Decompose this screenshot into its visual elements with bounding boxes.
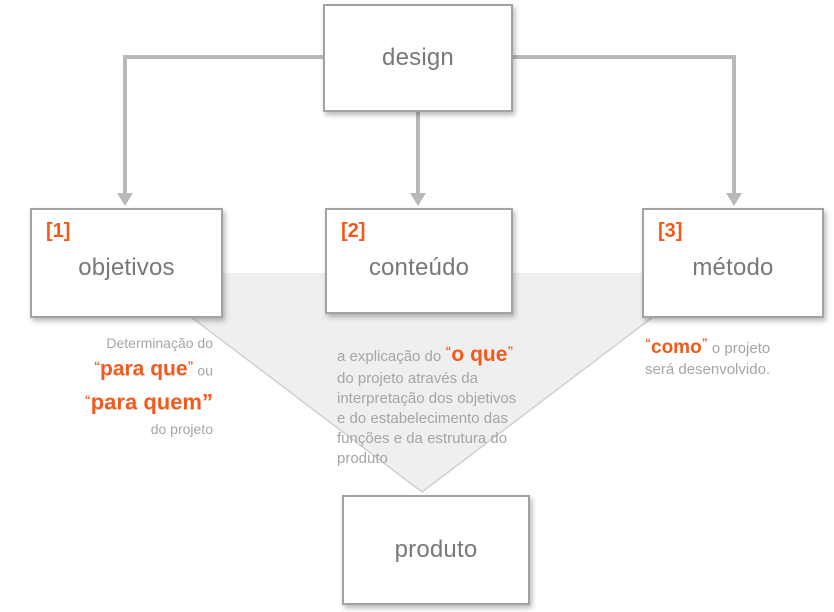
objetivos-annotation-line4: do projeto: [150, 421, 213, 438]
metodo-box-label: método: [692, 254, 774, 281]
objetivos-annotation: Determinação do “para que” ou “para quem…: [40, 334, 213, 439]
open-quote: “: [84, 392, 91, 407]
close-quote: ”: [187, 359, 194, 373]
objetivos-annotation-line3: “para quem”: [40, 386, 213, 420]
metodo-annotation: “como” o projeto será desenvolvido.: [645, 333, 820, 380]
metodo-annotation-line1: “como” o projeto: [645, 333, 820, 359]
open-quote: “: [445, 344, 452, 358]
conteudo-annotation-prefix: a explicação do: [337, 348, 446, 365]
arrowhead-objetivos: [117, 193, 133, 206]
objetivos-box-label: objetivos: [78, 254, 175, 281]
arrowhead-metodo: [726, 193, 742, 206]
conteudo-annotation-line6: produto: [337, 450, 388, 467]
produto-box-label: produto: [394, 536, 478, 563]
open-quote: “: [645, 336, 651, 350]
highlight-como: como: [651, 337, 702, 358]
conteudo-box: [2] conteúdo: [325, 208, 513, 314]
metodo-box-number: [3]: [658, 220, 683, 242]
conteudo-annotation-line1: a explicação do “o que”: [337, 339, 542, 369]
design-box-label: design: [382, 44, 454, 71]
conteudo-annotation-line5: funções e da estrutura do: [337, 430, 508, 447]
highlight-o-que: o que: [451, 343, 508, 366]
highlight-para-que: para que: [100, 357, 188, 381]
conteudo-annotation-line3: interpretação dos objetivos: [337, 390, 517, 407]
conteudo-annotation-line2: do projeto através da: [337, 370, 478, 387]
objetivos-annotation-suffix: ou: [193, 362, 213, 379]
close-quote: ”: [701, 336, 708, 350]
metodo-annotation-suffix: o projeto: [707, 340, 771, 357]
open-quote: “: [94, 359, 100, 373]
conteudo-box-number: [2]: [341, 220, 366, 242]
conteudo-box-label: conteúdo: [368, 254, 470, 281]
highlight-para-quem: para quem”: [90, 389, 213, 415]
metodo-annotation-line2: será desenvolvido.: [645, 361, 771, 378]
funnel-triangle-edges: [132, 272, 712, 493]
conteudo-annotation-line4: e do estabelecimento das: [337, 410, 508, 427]
objetivos-box-number: [1]: [46, 220, 71, 242]
conteudo-annotation: a explicação do “o que” do projeto atrav…: [337, 339, 542, 469]
produto-box: produto: [342, 495, 530, 605]
design-box: design: [323, 4, 513, 112]
arrowhead-conteudo: [410, 193, 426, 206]
metodo-box: [3] método: [642, 208, 824, 318]
funnel-triangle: [133, 273, 711, 492]
connector-design-to-metodo: [513, 55, 736, 194]
objetivos-annotation-line2: “para que” ou: [40, 352, 213, 386]
objetivos-box: [1] objetivos: [30, 208, 223, 318]
close-quote: ”: [507, 344, 514, 358]
connector-design-to-objetivos: [123, 55, 323, 194]
objetivos-annotation-line1: Determinação do: [106, 335, 213, 351]
